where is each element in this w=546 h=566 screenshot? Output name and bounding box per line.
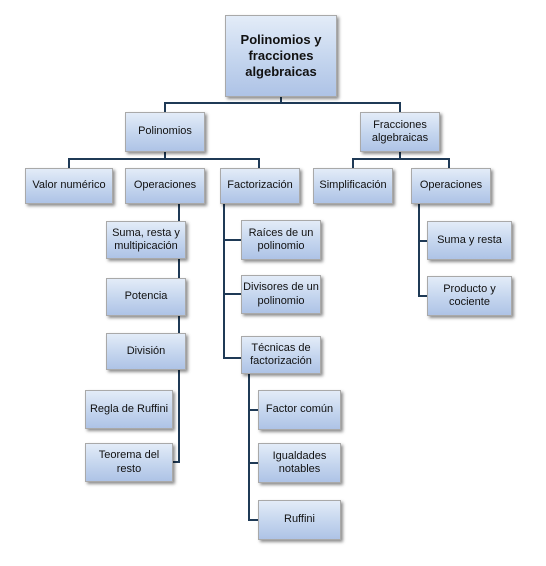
node-factor-comun: Factor común [258, 390, 341, 430]
node-polinomios: Polinomios [125, 112, 205, 152]
node-divisores: Divisores de un polinomio [241, 275, 321, 314]
node-simplificacion: Simplificación [313, 168, 393, 204]
node-suma-resta-multiplicacion: Suma, resta y multipicación [106, 221, 186, 259]
connector-factorizacion [223, 204, 241, 359]
node-regla-ruffini: Regla de Ruffini [85, 390, 173, 429]
node-factorizacion: Factorización [220, 168, 300, 204]
node-igualdades-notables: Igualdades notables [258, 443, 341, 483]
node-operaciones-polinomios: Operaciones [125, 168, 205, 204]
node-fracciones: Fracciones algebraicas [360, 112, 440, 152]
connector-root-fracciones [281, 102, 401, 112]
node-ruffini: Ruffini [258, 500, 341, 540]
connector-tecnicas [248, 374, 258, 521]
node-raices: Raíces de un polinomio [241, 220, 321, 260]
node-root: Polinomios y fracciones algebraicas [225, 15, 337, 97]
node-teorema-resto: Teorema del resto [85, 443, 173, 482]
node-suma-resta: Suma y resta [427, 221, 512, 260]
node-tecnicas: Técnicas de factorización [241, 336, 321, 374]
connector-fracciones-oper [400, 158, 450, 168]
connector-division [173, 370, 180, 463]
connector-operaciones-fracciones [418, 204, 427, 297]
node-potencia: Potencia [106, 278, 186, 316]
node-division: División [106, 333, 186, 370]
node-operaciones-fracciones: Operaciones [411, 168, 491, 204]
node-valor-numerico: Valor numérico [25, 168, 113, 204]
connector-polinomios [68, 152, 166, 168]
connector-fracciones [352, 152, 401, 168]
node-producto-cociente: Producto y cociente [427, 276, 512, 316]
connector-root [164, 97, 282, 112]
connector-polinomios-oper [165, 158, 260, 168]
